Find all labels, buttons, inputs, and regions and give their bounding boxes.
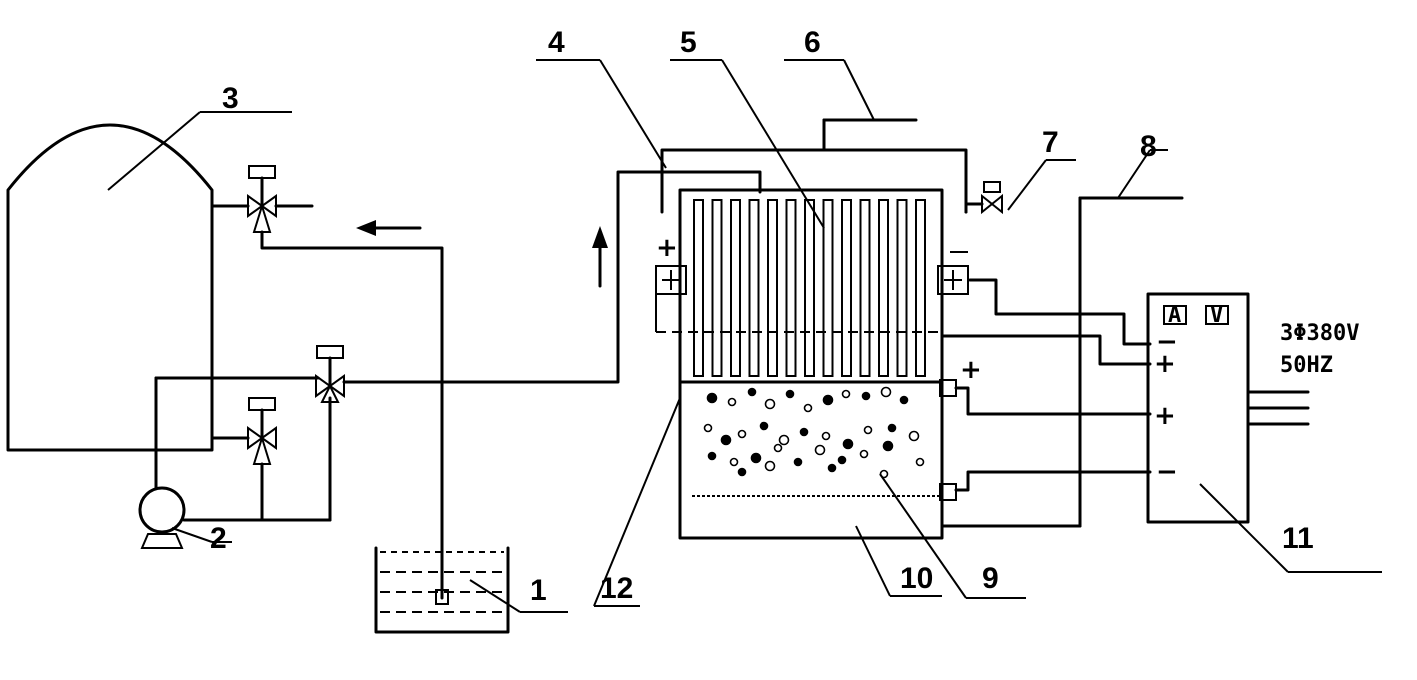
supply-frequency: 50HZ [1280, 353, 1333, 378]
label-7: 7 [1042, 126, 1059, 159]
electrode-plate [804, 199, 815, 377]
electrode-plate [785, 199, 797, 377]
left-plus-sign: + [656, 233, 678, 263]
right-terminal [937, 251, 969, 295]
label-3: 3 [222, 82, 239, 115]
electrode-plate [730, 199, 741, 377]
bubble [737, 467, 747, 477]
bubble [863, 425, 873, 435]
bubble [759, 421, 769, 431]
pump: 2 [138, 376, 332, 555]
bubble [793, 457, 803, 467]
label-9: 9 [982, 562, 999, 595]
flow-arrow-up [592, 226, 608, 288]
bubble [727, 397, 737, 407]
bubble [729, 457, 739, 467]
tank-bottom-valve [210, 397, 277, 522]
ps-minus-sign-2: − [1156, 457, 1178, 487]
bubble [773, 443, 783, 453]
bubble [899, 395, 909, 405]
gas-bubbles [703, 386, 925, 479]
storage-tank: 3 [6, 82, 292, 452]
ps-minus-sign-1: − [1156, 327, 1178, 357]
bubble [880, 386, 892, 398]
bubble [707, 451, 717, 461]
tank-top-valve [210, 165, 449, 605]
label-10: 10 [900, 562, 933, 595]
bubble [827, 463, 837, 473]
power-supply: A V − + + − 3Φ380V 50HZ 11 [1146, 292, 1382, 573]
bubble [720, 434, 732, 446]
bubble [861, 391, 871, 401]
ps-plus-sign-2: + [1154, 401, 1176, 431]
bubble [764, 398, 776, 410]
electrode-plate [841, 199, 852, 377]
bubble [841, 389, 851, 399]
bubble [785, 389, 795, 399]
voltmeter-label: V [1210, 303, 1223, 328]
bubble [837, 455, 847, 465]
label-11: 11 [1282, 522, 1314, 555]
electrode-plate [915, 199, 926, 377]
electrode-plate [878, 199, 889, 377]
bubble [814, 444, 826, 456]
bubble [915, 457, 925, 467]
label-1: 1 [530, 574, 547, 607]
bubble [737, 429, 747, 439]
water-tank: 1 [374, 546, 568, 634]
bubble [821, 431, 831, 441]
bubble [750, 452, 762, 464]
bubble [803, 403, 813, 413]
electrode-plate [822, 199, 834, 377]
bubble [706, 392, 718, 404]
electrode-plates [693, 199, 926, 377]
label-4: 4 [548, 26, 565, 59]
electrode-plate [711, 199, 723, 377]
electrode-plate [767, 199, 778, 377]
flow-arrow-left [356, 220, 422, 236]
electrode-plate [693, 199, 704, 377]
bubble [908, 430, 920, 442]
label-12: 12 [600, 572, 633, 605]
bubble [842, 438, 854, 450]
lower-plus-sign: + [960, 355, 982, 385]
bubble [799, 427, 809, 437]
feed-valve [315, 170, 762, 403]
label-2: 2 [210, 522, 227, 555]
electrode-plate [748, 199, 760, 377]
label-8: 8 [1140, 130, 1157, 163]
supply-voltage: 3Φ380V [1280, 321, 1359, 346]
label-5: 5 [680, 26, 697, 59]
label-6: 6 [804, 26, 821, 59]
electrode-plate [859, 199, 871, 377]
ammeter-label: A [1168, 303, 1181, 328]
left-terminal: + [655, 233, 687, 295]
bubble [882, 440, 894, 452]
outlet-valve: 7 [964, 126, 1076, 215]
electrode-plate [896, 199, 908, 377]
wiring: 8 [940, 130, 1184, 528]
ps-plus-sign-1: + [1154, 349, 1176, 379]
bubble [703, 423, 713, 433]
bubble [887, 423, 897, 433]
bubble [747, 387, 757, 397]
bubble [764, 460, 776, 472]
bubble [859, 449, 869, 459]
bubble [822, 394, 834, 406]
bubble [778, 434, 790, 446]
electrolyzer: 6 4 5 + [536, 26, 1076, 607]
